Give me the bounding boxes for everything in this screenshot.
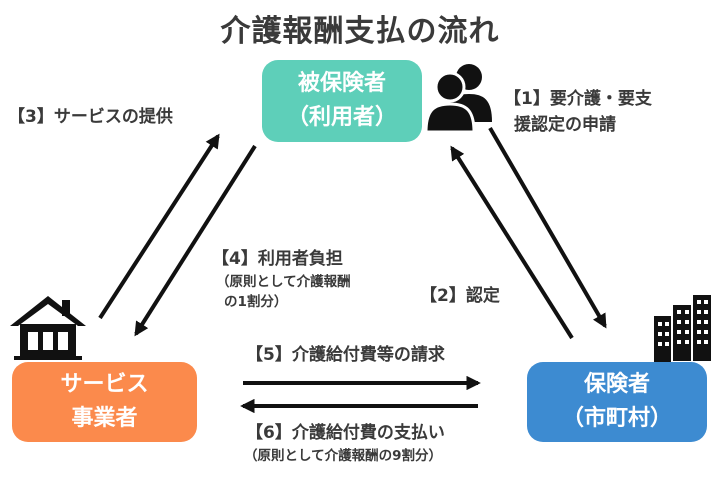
node-insurer-line1: 保険者 [583,371,650,397]
node-provider: サービス 事業者 [12,362,197,442]
step1-line2: 援認定の申請 [514,115,616,135]
node-insured-line2: （利用者） [286,105,397,130]
step5-label: 【5】介護給付費等の請求 [246,345,445,365]
step3-label: 【3】サービスの提供 [8,107,173,127]
house-icon [10,296,86,360]
step4-sub1: （原則として介護報酬 [216,274,351,290]
step6-main: 【6】介護給付費の支払い [246,423,445,443]
arrow-s4-copayment [134,144,257,337]
step6-sub: （原則として介護報酬の9割分） [244,448,442,464]
buildings-icon [654,293,713,362]
step1-label: 【1】要介護・要支 援認定の申請 [504,86,652,138]
arrow-s2-certification [450,145,574,340]
people-icon [424,64,492,132]
step4-sub2: の1割分） [224,294,288,310]
node-insured: 被保険者 （利用者） [262,60,422,142]
step6-label: 【6】介護給付費の支払い （原則として介護報酬の9割分） [244,420,445,466]
node-insured-line1: 被保険者 [297,70,386,96]
arrow-s1-application [488,126,607,329]
step1-line1: 【1】要介護・要支 [504,89,652,109]
node-provider-line2: 事業者 [71,406,138,431]
arrow-s3-service [98,133,220,320]
step4-main: 【4】利用者負担 [212,249,343,269]
step2-label: 【2】認定 [420,286,500,306]
page-title: 介護報酬支払の流れ [220,14,500,49]
node-provider-line1: サービス [60,371,149,397]
node-insurer: 保険者 （市町村） [527,362,707,442]
node-insurer-line2: （市町村） [561,406,672,431]
step4-label: 【4】利用者負担 （原則として介護報酬 の1割分） [212,246,351,312]
